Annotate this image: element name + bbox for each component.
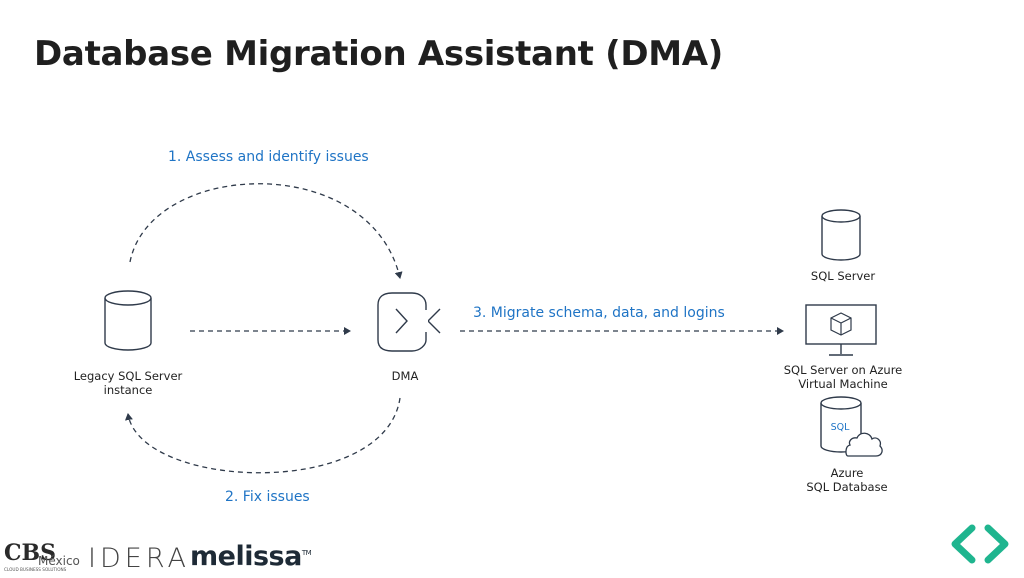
step-assess-label: 1. Assess and identify issues [168,149,369,165]
cbs-logo-sub: México [38,554,80,568]
vm-label-line2: Virtual Machine [798,377,887,391]
idera-logo: IDERA [88,543,190,574]
melissa-logo-text: melissa [190,541,302,572]
fix-arrow [125,397,401,474]
melissa-logo: melissaTM [190,541,312,572]
navigation-arrows-icon[interactable] [950,522,1012,570]
vm-label-line1: SQL Server on Azure [784,363,903,377]
cloud-icon [845,432,883,457]
page-title: Database Migration Assistant (DMA) [34,34,724,74]
dma-label: DMA [392,369,419,383]
cbs-logo-mark: CBS [4,540,56,566]
legacy-database-icon [104,290,152,351]
melissa-tm: TM [301,549,312,557]
azure-label-line1: Azure [831,466,864,480]
azure-sql-database-icon [820,396,883,457]
sql-server-label: SQL Server [811,269,875,283]
legacy-label-line1: Legacy SQL Server [74,369,183,383]
cbs-logo: CBS México CLOUD BUSINESS SOLUTIONS [4,538,84,578]
virtual-machine-icon [805,304,877,356]
step-fix-label: 2. Fix issues [225,489,310,505]
cbs-logo-tagline: CLOUD BUSINESS SOLUTIONS [4,567,67,572]
assess-arrow [129,183,403,279]
sql-badge: SQL [831,422,851,433]
step-migrate-label: 3. Migrate schema, data, and logins [473,305,725,321]
legacy-label-line2: instance [104,383,153,397]
azure-label-line2: SQL Database [806,480,887,494]
dma-icon [377,292,441,352]
sql-server-database-icon [821,209,861,261]
